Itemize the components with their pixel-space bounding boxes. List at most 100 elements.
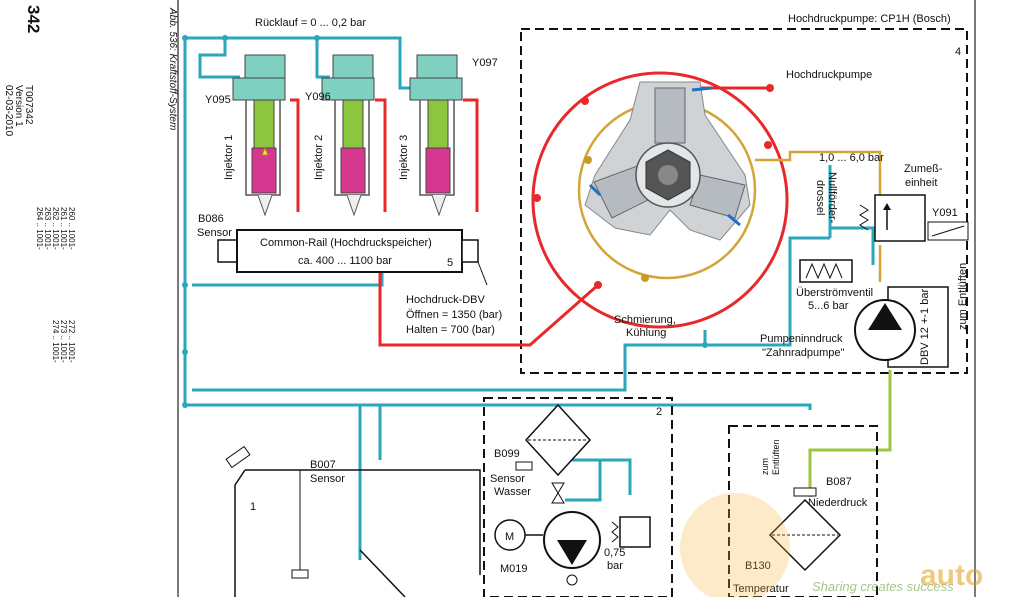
hp-line-inj2 [375, 98, 387, 212]
box-number-2: 2 [656, 406, 662, 418]
flow-arrow [588, 183, 602, 197]
metering-unit-label: Zumeß- [904, 163, 943, 175]
hp-node [581, 97, 589, 105]
vent-label: zum [760, 458, 770, 475]
metering-code: Y091 [932, 207, 958, 219]
lp-sensor-code: B087 [826, 476, 852, 488]
vent-label: Entlüften [771, 439, 781, 475]
injector-code: Y097 [472, 57, 498, 69]
code-list-2: 272 .. 1001- 273 .. 1001- 274 .. 1001- [51, 320, 76, 363]
hp-line-inj1 [290, 98, 300, 212]
fine-filter [768, 487, 842, 572]
injector-3 [409, 54, 463, 217]
temp-sensor-label: Temperatur [733, 583, 789, 595]
junction [182, 349, 188, 355]
box-number-4: 4 [955, 46, 961, 58]
supply-line [808, 370, 892, 497]
high-pressure-lines [290, 71, 789, 347]
feed-node [584, 156, 592, 164]
injector-2 [321, 54, 375, 217]
overflow-valve [799, 259, 853, 283]
rail-label: Common-Rail (Hochdruckspeicher) [260, 237, 432, 249]
lubrication-label: Schmierung, [614, 314, 676, 326]
gear-pump-label: "Zahnradpumpe" [762, 347, 845, 359]
water-sensor-label: Sensor [490, 473, 525, 485]
vent-label-right: zum Entlüften [957, 263, 969, 330]
junction [182, 282, 188, 288]
nullfoerder-label: Nullförder- [826, 172, 838, 224]
junction [182, 402, 188, 408]
water-filter [515, 403, 592, 504]
hp-line-inj3 [463, 98, 479, 212]
overflow-line [830, 226, 875, 265]
junction [702, 342, 708, 348]
hp-feed-line [378, 270, 599, 347]
lp-sensor-label: Niederdruck [808, 497, 868, 509]
injector-label: Injektor 1 [223, 135, 235, 180]
return-line-label: Rücklauf = 0 ... 0,2 bar [255, 17, 366, 29]
flow-arrow [691, 86, 713, 92]
overflow-label: Überströmventil [796, 287, 873, 299]
watermark-brand: auto [920, 559, 983, 592]
code-entry: 272 .. 1001- [67, 320, 76, 363]
valve-pressure: 0,75 [604, 547, 625, 559]
hp-pump-label: Hochdruckpumpe [786, 69, 872, 81]
watermark-slogan: Sharing creates success [812, 579, 954, 594]
junction [182, 35, 188, 41]
watermark: auto Sharing creates success [680, 493, 983, 597]
common-rail [217, 229, 479, 273]
pressure-valve [611, 516, 651, 548]
lube-return [192, 330, 707, 392]
doc-id: T007342 [23, 85, 34, 125]
motor-symbol: M [505, 531, 514, 543]
valve-line [600, 458, 632, 495]
return-branch-1 [198, 38, 240, 79]
flow-arrow [727, 213, 741, 227]
code-entry: 263 .. 1001- [43, 207, 52, 250]
junction [222, 35, 228, 41]
injector-code: Y096 [305, 91, 331, 103]
code-entry: 260 .. 1001- [67, 207, 76, 250]
gear-pump [854, 286, 949, 368]
sidebar: 342 T007342 Version 1 02-03-2010 260 .. … [3, 5, 178, 363]
tank-sensor-code: B007 [310, 459, 336, 471]
page-number: 342 [24, 5, 43, 33]
return-lines [183, 36, 875, 560]
rail-pressure: ca. 400 ... 1100 bar [298, 255, 392, 267]
gear-pump-label: Pumpeninndruck [760, 333, 843, 345]
metering-unit-label: einheit [905, 177, 937, 189]
hp-node [764, 141, 772, 149]
injector-label: Injektor 3 [398, 135, 410, 180]
motor-code: M019 [500, 563, 528, 575]
hp-pump-body [584, 81, 751, 241]
doc-date: 02-03-2010 [3, 85, 14, 137]
gear-dbv-label: DBV 12 +-1 bar [919, 289, 931, 365]
hp-node [594, 281, 602, 289]
fuel-tank [225, 445, 481, 597]
filter-box [483, 397, 673, 597]
hp-node [533, 194, 541, 202]
pump-box [520, 28, 968, 374]
injector-label: Injektor 2 [313, 135, 325, 180]
feed-node [641, 274, 649, 282]
injector-1 [232, 54, 286, 217]
metering-valve [859, 194, 969, 242]
rail-sensor-code: B086 [198, 213, 224, 225]
rail-number: 5 [447, 257, 453, 269]
hp-node [766, 84, 774, 92]
code-entry: 264 .. 1001- [35, 207, 44, 250]
code-entry: 274 .. 1001- [51, 320, 60, 363]
code-list-1: 260 .. 1001- 261 .. 1001- 262 .. 1001- 2… [35, 207, 76, 250]
meter-pressure: 1,0 ... 6,0 bar [819, 152, 884, 164]
return-line-top [185, 36, 415, 90]
return-line-bottom [185, 403, 812, 410]
nullfoerder-label: drossel [814, 180, 826, 215]
overflow-return [705, 236, 830, 347]
injector-code: Y095 [205, 94, 231, 106]
lowpressure-box [728, 425, 878, 597]
return-branch-2 [315, 38, 330, 79]
tank-number: 1 [250, 501, 256, 513]
meter-feed [755, 150, 882, 195]
rail-sensor-label: Sensor [197, 227, 232, 239]
doc-version: Version 1 [13, 85, 24, 127]
